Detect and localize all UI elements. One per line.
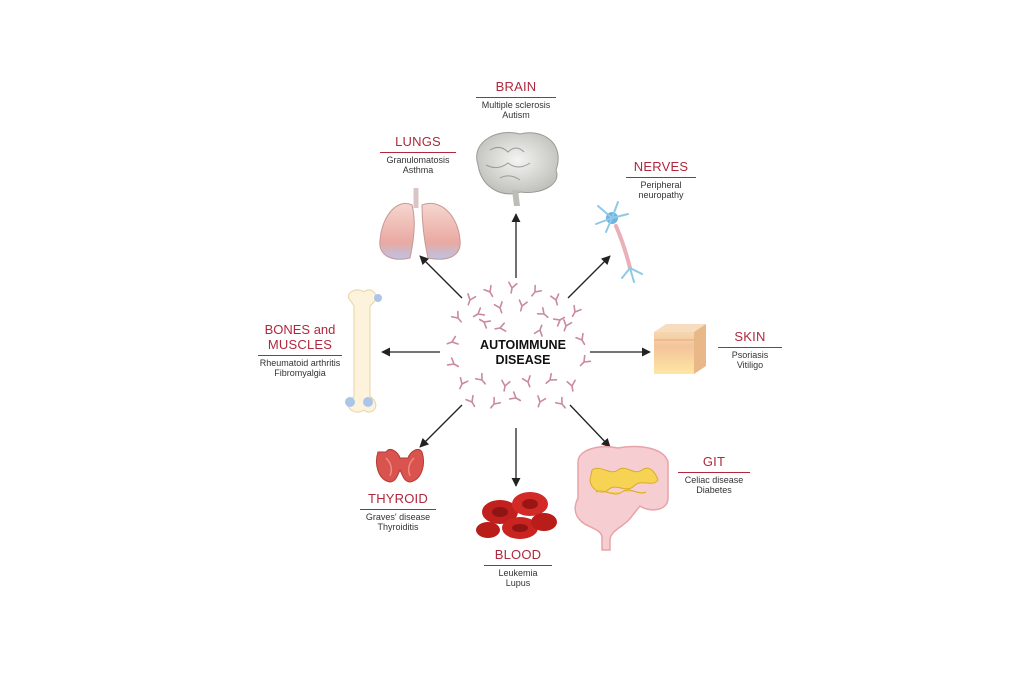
antibody-glyph <box>508 391 522 402</box>
disease-thyroid-1: Graves' disease <box>365 511 431 522</box>
disease-blood-2: Lupus <box>505 578 531 589</box>
thyroid-illustration <box>376 449 424 483</box>
title-brain: BRAIN <box>476 79 556 98</box>
arrow-nerves <box>567 255 611 299</box>
disease-skin-2: Vitiligo <box>736 360 764 371</box>
title-bones-line1: BONES and <box>264 322 336 337</box>
antibody-glyph <box>478 318 492 329</box>
nerve-cell-illustration <box>595 201 643 283</box>
antibody-glyph <box>533 324 543 337</box>
antibody-glyph <box>518 299 528 312</box>
antibody-glyph <box>494 322 507 332</box>
antibody-glyph <box>446 335 459 345</box>
title-git: GIT <box>678 454 750 473</box>
disease-brain-2: Autism <box>502 110 530 121</box>
disease-skin-1: Psoriasis <box>731 349 769 360</box>
antibody-glyph <box>446 357 460 368</box>
disease-bones-2: Fibromyalgia <box>274 368 326 379</box>
antibody-glyph <box>465 394 476 408</box>
label-bones-muscles: BONES and MUSCLES Rheumatoid arthritis F… <box>258 322 342 379</box>
antibody-glyph <box>467 293 477 306</box>
brain-illustration <box>476 132 559 206</box>
disease-git-2: Diabetes <box>696 485 732 496</box>
antibody-glyph <box>575 332 586 346</box>
antibody-glyph <box>537 395 547 408</box>
antibody-glyph <box>552 316 566 327</box>
git-illustration <box>574 445 669 551</box>
arrows <box>381 213 651 487</box>
arrow-thyroid <box>419 404 463 448</box>
disease-brain-1: Multiple sclerosis <box>481 99 551 110</box>
title-blood: BLOOD <box>484 547 552 566</box>
disease-blood-1: Leukemia <box>498 567 538 578</box>
disease-thyroid-2: Thyroiditis <box>377 522 419 533</box>
antibody-glyph <box>493 301 503 314</box>
antibody-glyph <box>530 284 543 297</box>
antibody-glyph <box>566 379 576 392</box>
blood-cells-illustration <box>476 492 557 539</box>
antibody-glyph <box>563 319 573 332</box>
lungs-illustration <box>379 188 461 260</box>
label-git: GIT Celiac disease Diabetes <box>678 454 750 496</box>
disease-lungs-2: Asthma <box>402 165 434 176</box>
bone-illustration <box>345 289 382 413</box>
antibody-glyph <box>489 396 502 409</box>
center-title-line2: DISEASE <box>496 353 551 367</box>
antibody-glyph <box>474 372 487 385</box>
antibody-glyph <box>571 304 582 318</box>
center-title-line1: AUTOIMMUNE <box>480 338 566 352</box>
antibody-glyph <box>554 396 567 409</box>
antibody-glyph <box>483 284 494 298</box>
arrow-git <box>569 404 611 448</box>
label-skin: SKIN Psoriasis Vitiligo <box>718 329 782 371</box>
title-bones-line2: MUSCLES <box>258 337 342 356</box>
label-brain: BRAIN Multiple sclerosis Autism <box>476 79 556 121</box>
antibody-glyph <box>472 307 486 318</box>
antibody-glyph <box>501 379 511 392</box>
antibody-glyph <box>550 293 560 306</box>
skin-illustration <box>654 324 706 374</box>
label-blood: BLOOD Leukemia Lupus <box>484 547 552 589</box>
antibody-glyph <box>459 376 469 390</box>
title-nerves: NERVES <box>626 159 696 178</box>
title-thyroid: THYROID <box>360 491 436 510</box>
antibody-glyph <box>521 375 531 388</box>
antibody-glyph <box>536 306 549 319</box>
title-lungs: LUNGS <box>380 134 456 153</box>
disease-nerves-1: Peripheral <box>640 179 682 190</box>
label-nerves: NERVES Peripheral neuropathy <box>626 159 696 201</box>
antibody-cluster <box>446 281 592 409</box>
disease-lungs-1: Granulomatosis <box>386 154 450 165</box>
antibody-glyph <box>579 354 592 367</box>
antibody-glyph <box>450 310 463 323</box>
antibody-glyph <box>545 372 558 385</box>
label-lungs: LUNGS Granulomatosis Asthma <box>380 134 456 176</box>
disease-nerves-2: neuropathy <box>638 190 684 201</box>
arrow-lungs <box>419 255 463 299</box>
label-thyroid: THYROID Graves' disease Thyroiditis <box>360 491 436 533</box>
disease-git-1: Celiac disease <box>684 474 744 485</box>
disease-bones-1: Rheumatoid arthritis <box>259 357 341 368</box>
title-skin: SKIN <box>718 329 782 348</box>
antibody-glyph <box>508 281 518 294</box>
